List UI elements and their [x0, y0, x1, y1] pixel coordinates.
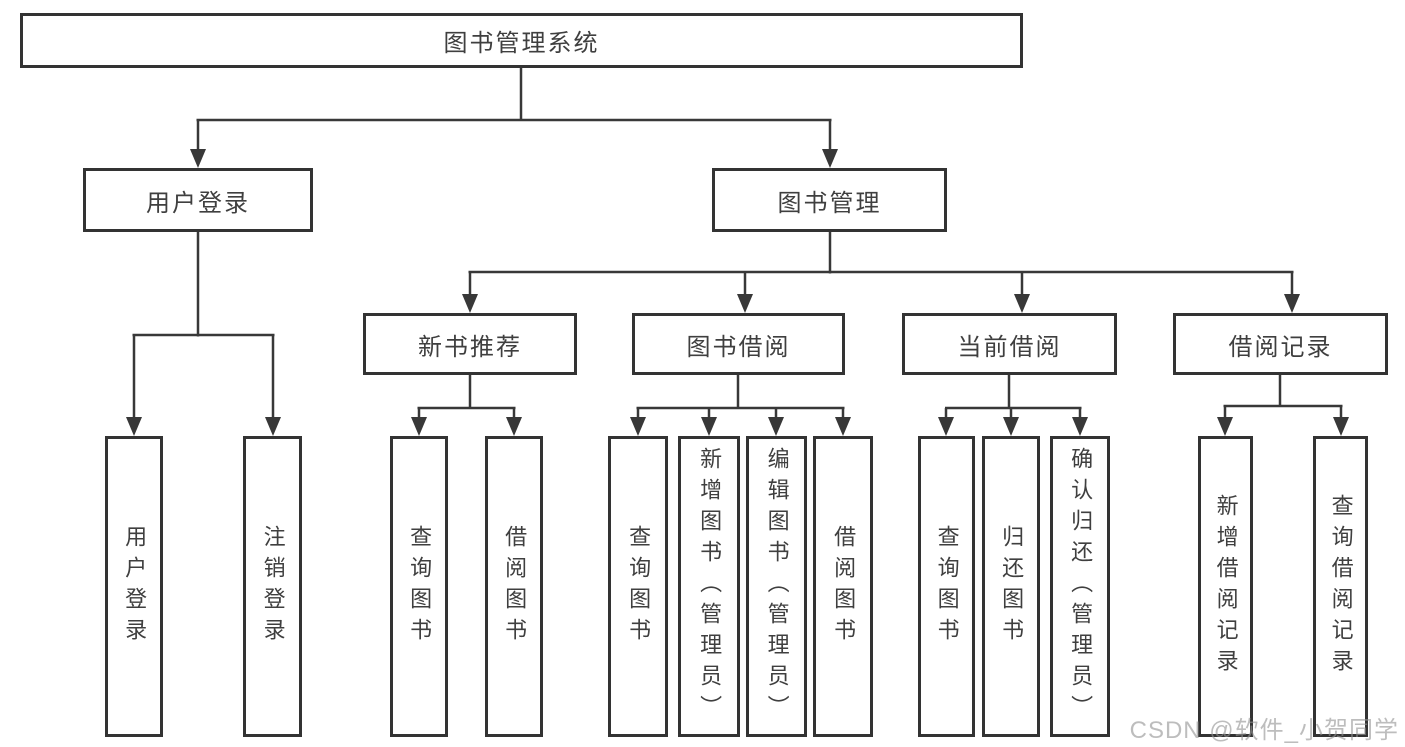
- arrow-down-icon: [1284, 294, 1300, 313]
- leaf-label: 查询图书: [626, 524, 652, 649]
- node-label: 当前借阅: [957, 333, 1062, 361]
- leaf-label: 查询图书: [407, 524, 433, 649]
- arrow-down-icon: [938, 417, 954, 436]
- leaf-query-books: 查询图书: [608, 436, 668, 737]
- node-label: 图书管理系统: [443, 30, 600, 57]
- leaf-label: 注销登录: [260, 524, 286, 649]
- leaf-confirm-return-admin: 确认归还（管理员）: [1050, 436, 1110, 737]
- leaf-label: 归还图书: [999, 524, 1025, 649]
- arrow-down-icon: [1333, 417, 1349, 436]
- arrow-down-icon: [1003, 417, 1019, 436]
- arrow-down-icon: [265, 417, 281, 436]
- node-label: 图书管理: [777, 189, 882, 217]
- node-borrowing-records: 借阅记录: [1173, 313, 1388, 375]
- arrow-down-icon: [737, 294, 753, 313]
- arrow-down-icon: [835, 417, 851, 436]
- leaf-add-borrow-record: 新增借阅记录: [1198, 436, 1253, 737]
- leaf-logout: 注销登录: [243, 436, 302, 737]
- leaf-query-borrow-record: 查询借阅记录: [1313, 436, 1368, 737]
- leaf-add-books-admin: 新增图书（管理员）: [678, 436, 740, 737]
- leaf-label: 编辑图书（管理员）: [764, 447, 790, 726]
- arrow-down-icon: [1072, 417, 1088, 436]
- leaf-return-books: 归还图书: [982, 436, 1040, 737]
- arrow-down-icon: [701, 417, 717, 436]
- arrow-down-icon: [462, 294, 478, 313]
- leaf-borrow-books-recommend: 借阅图书: [485, 436, 543, 737]
- leaf-label: 查询图书: [934, 524, 960, 649]
- leaf-borrow-books: 借阅图书: [813, 436, 873, 737]
- node-book-management: 图书管理: [712, 168, 947, 232]
- node-label: 借阅记录: [1228, 333, 1333, 361]
- arrow-down-icon: [506, 417, 522, 436]
- arrow-down-icon: [630, 417, 646, 436]
- arrow-down-icon: [1014, 294, 1030, 313]
- node-label: 用户登录: [146, 189, 250, 217]
- leaf-label: 用户登录: [122, 524, 148, 649]
- node-label: 新书推荐: [418, 333, 522, 361]
- node-new-book-recommendation: 新书推荐: [363, 313, 577, 375]
- leaf-label: 新增借阅记录: [1213, 493, 1239, 680]
- leaf-query-books-current: 查询图书: [918, 436, 975, 737]
- node-user-login: 用户登录: [83, 168, 313, 232]
- node-current-borrowing: 当前借阅: [902, 313, 1117, 375]
- leaf-label: 借阅图书: [502, 524, 528, 649]
- arrow-down-icon: [126, 417, 142, 436]
- arrow-down-icon: [411, 417, 427, 436]
- leaf-label: 确认归还（管理员）: [1068, 447, 1094, 726]
- leaf-label: 借阅图书: [831, 524, 857, 649]
- leaf-query-books-recommend: 查询图书: [390, 436, 448, 737]
- leaf-user-login: 用户登录: [105, 436, 163, 737]
- leaf-edit-books-admin: 编辑图书（管理员）: [746, 436, 807, 737]
- leaf-label: 查询借阅记录: [1328, 493, 1354, 680]
- csdn-watermark: CSDN @软件_小贺同学: [1129, 717, 1399, 744]
- node-book-borrowing: 图书借阅: [632, 313, 845, 375]
- leaf-label: 新增图书（管理员）: [697, 447, 723, 726]
- node-label: 图书借阅: [686, 333, 791, 361]
- arrow-down-icon: [1217, 417, 1233, 436]
- arrow-down-icon: [768, 417, 784, 436]
- arrowheads: [126, 149, 1349, 436]
- node-library-management-system: 图书管理系统: [20, 13, 1023, 68]
- arrow-down-icon: [190, 149, 206, 168]
- arrow-down-icon: [822, 149, 838, 168]
